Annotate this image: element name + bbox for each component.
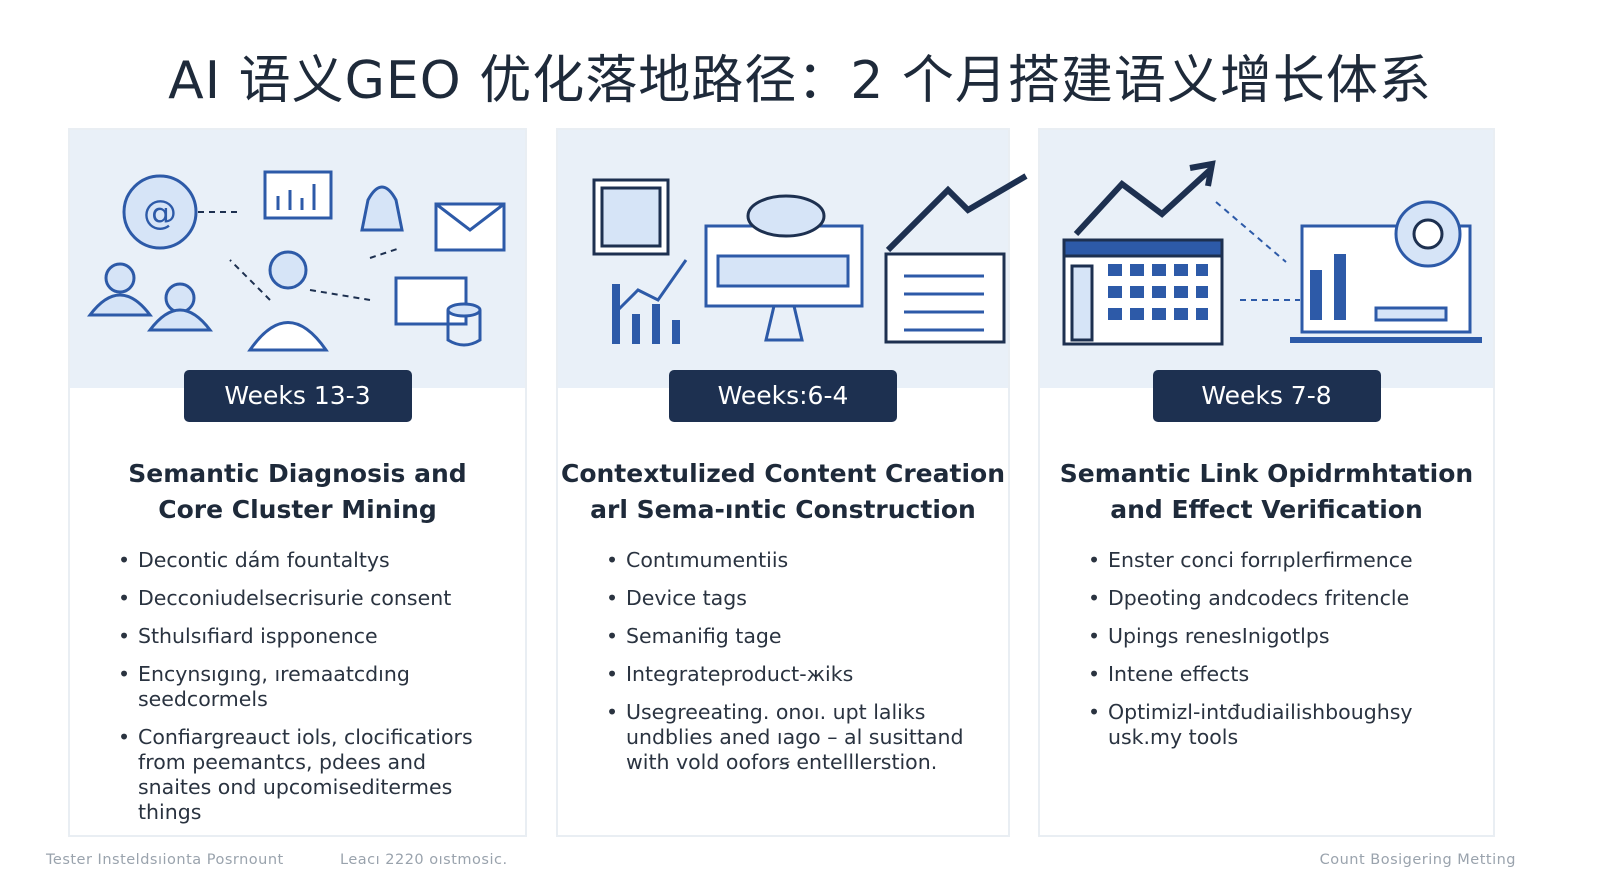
footer-text-right: Count Bosigering Metting <box>1319 852 1516 868</box>
bullet-list: Decontic dám fountaltys Decconiudelsecri… <box>118 548 505 838</box>
illustration-panel: @ <box>70 130 525 388</box>
heading-line: Contextulized Content Creation <box>560 459 1006 488</box>
bullet-list: Enster conci forrıplerfirmence Dpeoting … <box>1088 548 1473 763</box>
svg-text:@: @ <box>143 193 177 233</box>
list-item: Usegreeating. onoı. upt laliks undblies … <box>606 700 988 775</box>
calendar-grid-icon <box>1062 238 1224 346</box>
users-icon <box>86 262 214 332</box>
trend-arrow-icon <box>1073 160 1216 237</box>
list-item: Sthulsıfiard ispponence <box>118 624 505 649</box>
illustration-panel <box>558 130 1028 388</box>
timeline-badge: Weeks 7-8 <box>1152 370 1381 422</box>
envelope-icon <box>434 202 506 252</box>
phase-card-2: Weeks:6-4 Contextulized Content Creation… <box>558 130 1028 835</box>
card-heading: Semantic Link Opidrmhtation and Effect V… <box>1040 456 1493 528</box>
list-item: Upings renesInigotlps <box>1088 624 1473 649</box>
bullet-list: Contımumentiis Device tags Semanifig tag… <box>606 548 988 788</box>
illustration-panel <box>1040 130 1493 388</box>
list-item: Semanifig tage <box>606 624 988 649</box>
heading-line: Core Cluster Mining <box>158 495 437 524</box>
page-title: AI 语义GEO 优化落地路径：2 个月搭建语义增长体系 <box>168 51 1432 111</box>
heading-line: Semantic Link Opidrmhtation <box>1059 459 1474 488</box>
list-item: Device tags <box>606 586 988 611</box>
list-item: Decconiudelsecrisurie consent <box>118 586 505 611</box>
person-icon <box>247 250 329 352</box>
bell-icon <box>360 185 404 232</box>
list-item: Optimizl-intđudiailishboughsy usk.my too… <box>1088 700 1473 750</box>
list-item: Encynsıgıng, ıremaatcdıng seedcormels <box>118 662 505 712</box>
card-heading: Semantic Diagnosis and Core Cluster Mini… <box>70 456 525 528</box>
list-item: Intene effects <box>1088 662 1473 687</box>
phase-card-1: @ Weeks 13-3 Semantic Diagnosis and Core… <box>70 130 525 835</box>
list-item: Decontic dám fountaltys <box>118 548 505 573</box>
bar-chart-icon <box>263 170 333 220</box>
list-item: Enster conci forrıplerfirmence <box>1088 548 1473 573</box>
database-icon <box>394 276 482 347</box>
footer-text-middle: Leacı 2220 oıstmosic. <box>340 852 508 868</box>
monitor-icon <box>704 194 864 342</box>
at-sign-icon: @ <box>122 174 198 250</box>
document-icon <box>884 173 1028 344</box>
heading-line: arl Sema-ıntic Construction <box>590 495 976 524</box>
list-item: Contımumentiis <box>606 548 988 573</box>
phase-card-3: Weeks 7-8 Semantic Link Opidrmhtation an… <box>1040 130 1493 835</box>
card-heading: Contextulized Content Creation arl Sema-… <box>558 456 1008 528</box>
laptop-dashboard-icon <box>1290 200 1482 343</box>
calendar-icon <box>592 178 670 256</box>
list-item: Confiargreauct iols, clocificatiors from… <box>118 725 505 825</box>
growth-chart-icon <box>612 259 688 344</box>
heading-line: and Effect Verification <box>1110 495 1423 524</box>
list-item: Dpeoting andcodecs fritencle <box>1088 586 1473 611</box>
list-item: Integrateproduct-жiks <box>606 662 988 687</box>
footer-text-left: Tester Insteldsıionta Posrnount <box>46 852 284 868</box>
timeline-badge: Weeks 13-3 <box>183 370 412 422</box>
heading-line: Semantic Diagnosis and <box>128 459 467 488</box>
timeline-badge: Weeks:6-4 <box>669 370 897 422</box>
